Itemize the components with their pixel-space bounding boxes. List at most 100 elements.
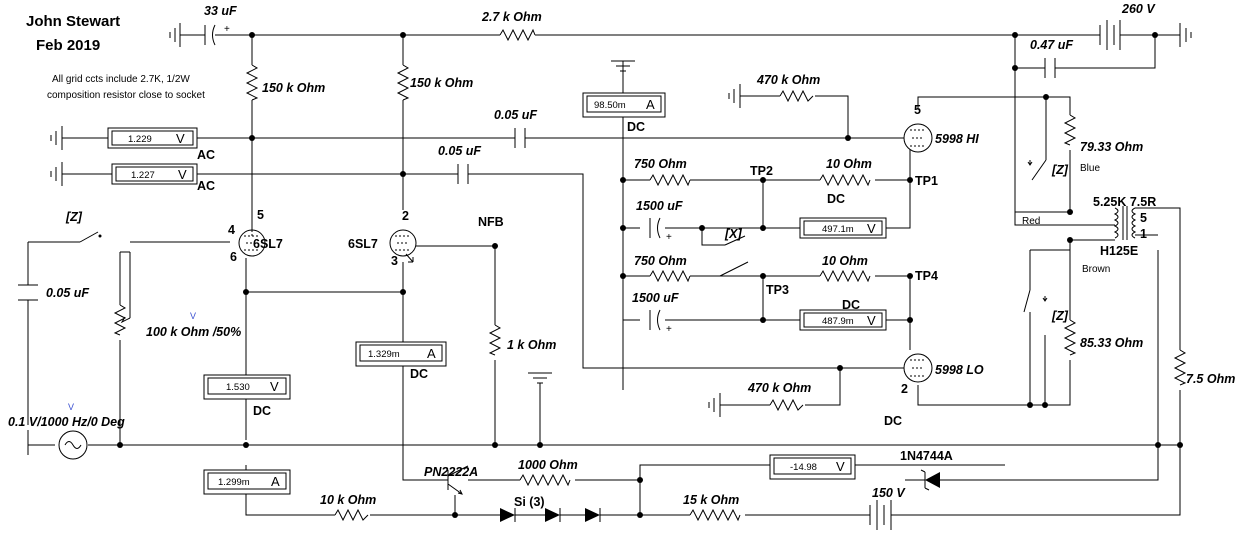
meter-1299m-unit: A: [271, 474, 280, 489]
label-res-1k: 1 k Ohm: [507, 338, 556, 352]
capacitor-33uf: [204, 24, 216, 46]
label-res-8533: 85.33 Ohm: [1080, 336, 1143, 350]
label-res-2k7: 2.7 k Ohm: [481, 10, 542, 24]
resistors: [113, 28, 1187, 522]
tube-6sl7-left: [238, 229, 266, 257]
label-cap-005-mid: 0.05 uF: [438, 144, 481, 158]
note-line-2: composition resistor close to socket: [47, 90, 205, 101]
meter-98m-unit: A: [646, 97, 655, 112]
label-batt-260: 260 V: [1121, 2, 1156, 16]
switches: [79, 130, 1048, 405]
battery-260v: [1099, 20, 1121, 50]
meter-497m: [799, 217, 887, 239]
label-tp2: TP2: [750, 164, 773, 178]
label-cap-005-top: 0.05 uF: [494, 108, 537, 122]
ac-source: [58, 430, 88, 460]
label-source: 0.1 V/1000 Hz/0 Deg: [8, 415, 125, 429]
label-res-150b: 150 k Ohm: [410, 76, 473, 90]
ground-mid: [528, 372, 552, 445]
zener-1n4744a: [905, 469, 940, 491]
meter-98m: [582, 92, 666, 118]
meter-1329m: [355, 341, 447, 367]
label-dc-470lo: DC: [884, 414, 902, 428]
label-6sl7b: 6SL7: [348, 237, 378, 251]
label-res-1000: 1000 Ohm: [518, 458, 578, 472]
diode-si-3: [585, 508, 601, 522]
capacitors: [18, 24, 1056, 331]
label-z-blue: [Z]: [1051, 163, 1069, 177]
resistor-150k-right: [396, 64, 410, 101]
label-res-15k: 15 k Ohm: [683, 493, 739, 507]
resistor-10k: [334, 508, 369, 522]
label-sw-x: [X]: [724, 227, 743, 241]
label-dc-b: DC: [842, 298, 860, 312]
ground-98m: [611, 60, 635, 77]
resistor-7r5: [1173, 349, 1187, 386]
battery-150v: [869, 500, 905, 530]
ground-top-left: [169, 23, 181, 47]
label-z-left: [Z]: [65, 210, 83, 224]
plus-33u: +: [224, 24, 230, 35]
label-res-150a: 150 k Ohm: [262, 81, 325, 95]
capacitor-005-top: [514, 128, 526, 148]
ground-top-right: [1175, 23, 1192, 47]
label-cap-047: 0.47 uF: [1030, 38, 1073, 52]
label-pot-v: V: [190, 311, 196, 321]
meter-487m-unit: V: [867, 313, 876, 328]
meter-ac2-value: 1.227: [131, 170, 155, 181]
label-batt-150: 150 V: [872, 486, 906, 500]
plus-1500b: +: [666, 324, 672, 335]
switch-z-left: [79, 231, 99, 243]
misc-semis: [58, 430, 940, 522]
tube-5998-lo: [903, 353, 933, 383]
resistor-750-a: [649, 173, 691, 187]
label-res-10a: 10 Ohm: [826, 157, 872, 171]
resistor-1k: [488, 324, 502, 356]
tube-5998-hi: [903, 123, 933, 153]
meter-1498: [769, 454, 856, 480]
switch-z-blue: [1031, 130, 1047, 181]
label-src-v: V: [68, 402, 74, 412]
capacitor-005-mid: [457, 164, 469, 184]
resistor-2k7: [499, 28, 536, 42]
label-res-10b: 10 Ohm: [822, 254, 868, 268]
ground-470k-lo: [708, 393, 721, 417]
label-xfmr-name: H125E: [1100, 244, 1138, 258]
label-cap-1500b: 1500 uF: [632, 291, 679, 305]
meter-1299m: [203, 469, 291, 495]
meter-487m: [799, 309, 887, 331]
diode-si-1: [500, 508, 516, 522]
resistor-470k-lo: [769, 398, 804, 412]
label-xpin5: 5: [1140, 211, 1147, 225]
note-line-1: All grid ccts include 2.7K, 1/2W: [52, 74, 190, 85]
tubes: [238, 123, 933, 383]
meter-1498-unit: V: [836, 459, 845, 474]
label-tube-lo: 5998 LO: [935, 363, 984, 377]
meter-1498-value: -14.98: [790, 462, 817, 473]
label-xfmr: 5.25K 7.5R: [1093, 195, 1156, 209]
diode-si-2: [545, 508, 561, 522]
plus-1500a: +: [666, 232, 672, 243]
label-red: Red: [1022, 216, 1040, 227]
label-tube-hi: 5998 HI: [935, 132, 979, 146]
resistor-470k-top: [779, 89, 814, 103]
label-res-75: 7.5 Ohm: [1186, 372, 1235, 386]
meter-497m-unit: V: [867, 221, 876, 236]
batteries-grounds: [50, 20, 1192, 530]
meter-1530: [203, 374, 291, 400]
label-p4: 4: [228, 223, 235, 237]
meter-1299m-value: 1.299m: [218, 477, 250, 488]
capacitor-005-left: [18, 284, 38, 301]
meter-ac1-unit: V: [176, 131, 185, 146]
label-si3: Si (3): [514, 495, 545, 509]
meter-ac1-value: 1.229: [128, 134, 152, 145]
resistor-7933: [1063, 114, 1077, 146]
resistor-1000: [519, 473, 571, 487]
meter-ac1: [107, 127, 198, 149]
label-nfb: NFB: [478, 215, 504, 229]
meter-1329m-unit: A: [427, 346, 436, 361]
meter-98m-value: 98.50m: [594, 100, 626, 111]
label-p5: 5: [257, 208, 264, 222]
label-res-10k: 10 k Ohm: [320, 493, 376, 507]
